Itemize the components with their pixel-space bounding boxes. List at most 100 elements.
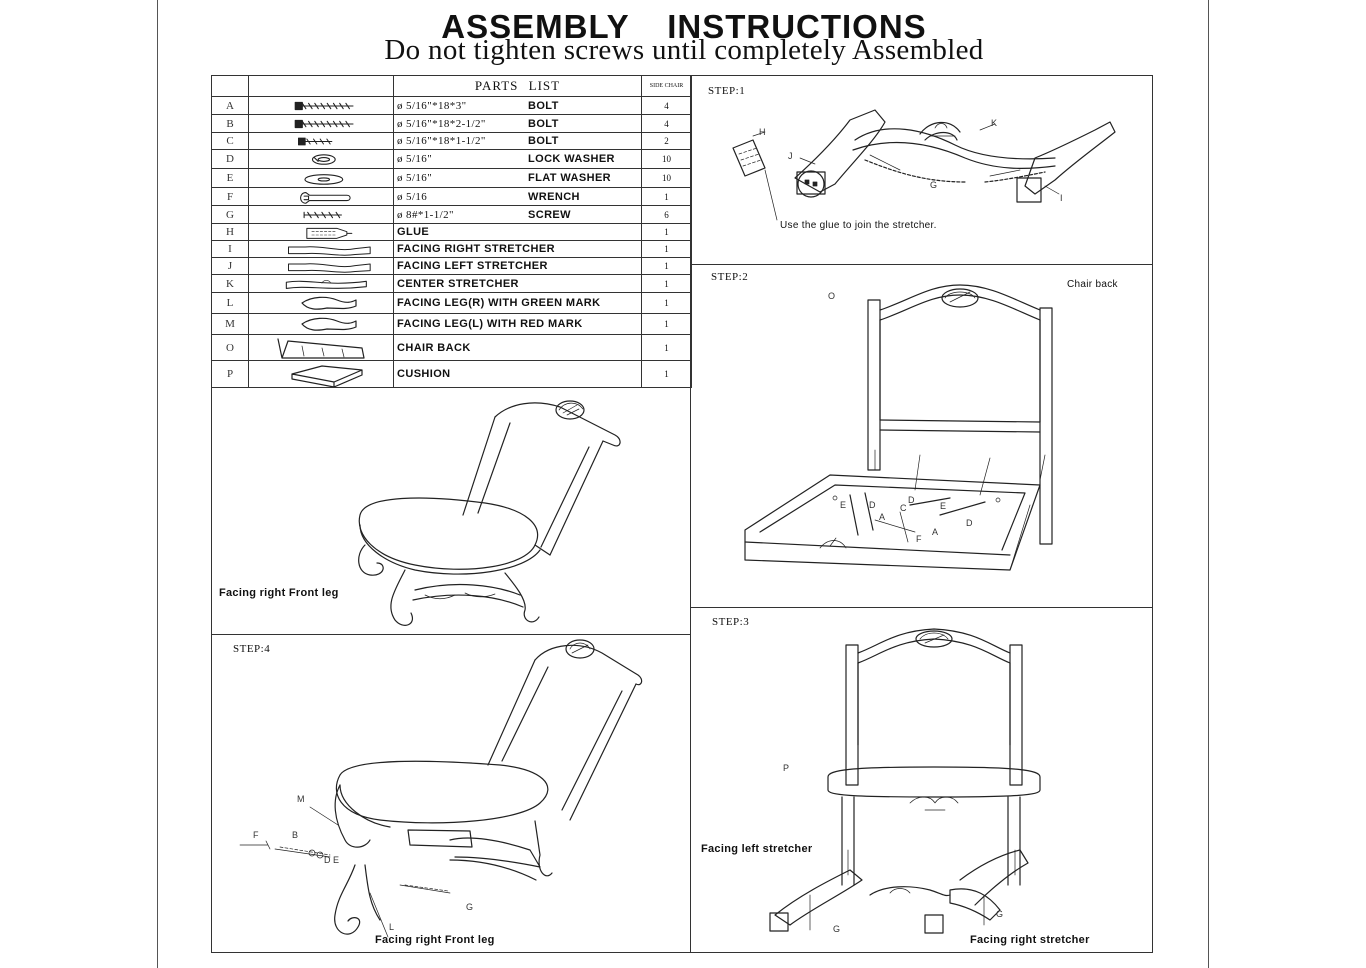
leg-icon [301, 296, 357, 310]
step2-chair-back-drawing [744, 284, 1053, 571]
part-spec: ø 5/16"FLAT WASHER [397, 172, 638, 184]
step1-callout-j: J [788, 151, 793, 161]
part-image-cell [248, 168, 394, 188]
part-letter: A [211, 96, 249, 115]
part-qty: 1 [641, 187, 692, 206]
part-size: ø 5/16"*18*2-1/2" [397, 117, 486, 130]
step1-label: STEP:1 [708, 85, 746, 97]
divider-step1-step2 [690, 264, 1153, 265]
step4-callout-g: G [466, 902, 474, 912]
step3-seat-stretcher-drawing [769, 628, 1041, 934]
lock-washer-icon [311, 153, 336, 165]
part-spec-cell: ø 8#*1-1/2"SCREW [393, 205, 642, 224]
part-spec: ø 5/16"*18*3"BOLT [397, 100, 638, 112]
part-description: GLUE [397, 226, 430, 238]
part-spec-cell: FACING LEG(L) WITH RED MARK [393, 313, 642, 335]
part-image-cell [248, 132, 394, 150]
step1-callout-k: K [991, 118, 998, 128]
step4-callout-b: B [292, 830, 299, 840]
screw-icon [303, 211, 342, 218]
cushion-icon [291, 364, 363, 387]
part-letter: G [211, 205, 249, 224]
center-stretcher-icon [285, 279, 367, 289]
chair-back-icon [277, 337, 365, 359]
part-image-cell [248, 205, 394, 224]
part-letter: J [211, 257, 249, 275]
part-image-cell [248, 114, 394, 133]
part-spec-cell: GLUE [393, 223, 642, 241]
step3-callout-p: P [783, 763, 790, 773]
flat-washer-icon [304, 173, 344, 185]
parts-list-title: PARTS LIST [393, 75, 642, 97]
part-qty: 1 [641, 274, 692, 293]
step4-note: Facing right Front leg [375, 934, 495, 946]
part-size: ø 5/16" [397, 172, 433, 184]
assembled-chair-drawing [358, 400, 621, 626]
step3-callout-g1: G [833, 924, 841, 934]
part-image-cell [248, 292, 394, 314]
qty-header: SIDE CHAIR [641, 75, 692, 97]
step4-callout-de: D E [324, 855, 340, 865]
part-spec-cell: ø 5/16"*18*2-1/2" BOLT [393, 114, 642, 133]
part-letter: O [211, 334, 249, 361]
part-description: CHAIR BACK [397, 341, 471, 354]
part-qty: 1 [641, 257, 692, 275]
short-bolt-icon [298, 137, 333, 145]
step1-callout-i: I [1060, 193, 1063, 203]
step2-callout-c: C [900, 503, 907, 513]
step2-note: Chair back [1067, 279, 1118, 290]
step2-callout-o: O [828, 291, 836, 301]
part-image-cell [248, 96, 394, 115]
part-spec: ø 5/16"LOCK WASHER [397, 153, 638, 165]
part-name: WRENCH [528, 190, 580, 203]
step2-callout-e1: E [840, 500, 847, 510]
part-qty: 4 [641, 114, 692, 133]
step2-callout-a1: A [879, 512, 886, 522]
stretcher-icon [288, 262, 371, 273]
step4-callout-m: M [297, 794, 305, 804]
center-divider [690, 75, 691, 953]
part-spec-cell: ø 5/16"*18*1-1/2" BOLT [393, 132, 642, 150]
part-name: BOLT [528, 117, 559, 130]
step2-callout-d2: D [908, 495, 915, 505]
step1-callout-h: H [759, 127, 766, 137]
overview-note: Facing right Front leg [219, 587, 339, 599]
part-spec-cell: FACING LEG(R) WITH GREEN MARK [393, 292, 642, 314]
part-spec-cell: ø 5/16"FLAT WASHER [393, 168, 642, 188]
part-qty: 1 [641, 334, 692, 361]
part-name: SCREW [528, 208, 571, 221]
part-name: BOLT [528, 135, 559, 147]
part-letter: K [211, 274, 249, 293]
part-name: BOLT [528, 99, 559, 112]
part-letter: P [211, 360, 249, 388]
part-image-cell [248, 274, 394, 293]
part-qty: 10 [641, 149, 692, 169]
step3-note-left: Facing left stretcher [701, 843, 813, 855]
part-size: ø 5/16"*18*1-1/2" [397, 135, 486, 147]
part-spec-cell: CENTER STRETCHER [393, 274, 642, 293]
part-letter: I [211, 240, 249, 258]
part-description: FACING LEG(L) WITH RED MARK [397, 318, 583, 330]
part-qty: 1 [641, 292, 692, 314]
parts-list-header: PARTS LIST SIDE CHAIR [211, 75, 692, 97]
part-spec: ø 8#*1-1/2"SCREW [397, 209, 638, 221]
part-letter: F [211, 187, 249, 206]
step4-callout-f: F [253, 830, 259, 840]
part-image-cell [248, 334, 394, 361]
part-spec-cell: ø 5/16"*18*3"BOLT [393, 96, 642, 115]
leg-icon [301, 317, 357, 331]
part-spec-cell: FACING RIGHT STRETCHER [393, 240, 642, 258]
part-image-cell [248, 223, 394, 241]
part-letter: E [211, 168, 249, 188]
bolt-icon [294, 119, 354, 128]
part-letter: C [211, 132, 249, 150]
step2-callout-a2: A [932, 527, 939, 537]
step2-callout-e2: E [940, 501, 947, 511]
part-description: FACING LEFT STRETCHER [397, 260, 548, 272]
